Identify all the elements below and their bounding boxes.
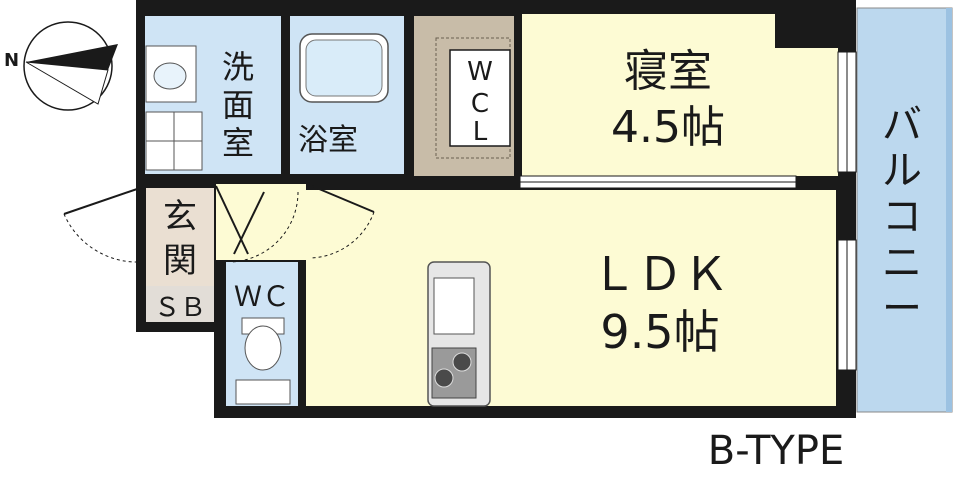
ldk	[306, 190, 836, 406]
wc-sink	[235, 379, 291, 405]
balcony-label-3: コ	[882, 194, 922, 240]
hall	[216, 184, 306, 260]
washroom-label-3: 室	[222, 124, 254, 162]
ldk-label: ＬＤＫ	[591, 247, 729, 301]
wcl-label-3: L	[473, 117, 488, 147]
entrance-label-1: 玄	[163, 197, 197, 237]
compass-needle-light	[25, 61, 109, 105]
toilet-bowl	[244, 325, 282, 371]
burner-1	[434, 368, 454, 388]
bathtub-inner	[305, 39, 383, 97]
wc-label: ＷＣ	[234, 280, 290, 313]
wcl-label-2: C	[471, 89, 489, 119]
bedroom-corner-pillar	[775, 10, 845, 48]
balcony-label-4: ニ	[882, 240, 922, 286]
bath-label: 浴室	[298, 123, 358, 158]
entry-door-swing	[63, 213, 141, 263]
sb-label: ＳＢ	[154, 293, 206, 323]
ldk-door-leaf	[311, 185, 375, 213]
entrance-label-2: 関	[163, 241, 197, 281]
bedroom-size: 4.5帖	[611, 102, 725, 153]
balcony-label-5: ー	[882, 286, 922, 332]
kitchen-sink	[433, 277, 475, 335]
washroom-label-1: 洗	[222, 48, 254, 86]
ldk-door-swing	[309, 211, 375, 259]
wcl-shelf	[435, 37, 511, 159]
bedroom-label: 寝室	[624, 46, 712, 97]
compass-north-label: N	[4, 50, 19, 71]
plan-type-label: B-TYPE	[708, 428, 844, 474]
washroom-label-2: 面	[222, 86, 254, 124]
wcl-label-1: W	[467, 57, 493, 87]
basin-bowl	[153, 62, 187, 90]
burner-2	[452, 352, 472, 372]
balcony	[856, 7, 953, 413]
entry-door-leaf	[63, 187, 141, 215]
balcony-edge	[946, 8, 952, 412]
ldk-size: 9.5帖	[600, 305, 719, 359]
wcl-label-box	[449, 49, 511, 147]
entrance	[146, 188, 214, 286]
balcony-label-1: バ	[882, 102, 922, 148]
sb	[146, 286, 214, 322]
balcony-label-2: ル	[882, 148, 922, 194]
